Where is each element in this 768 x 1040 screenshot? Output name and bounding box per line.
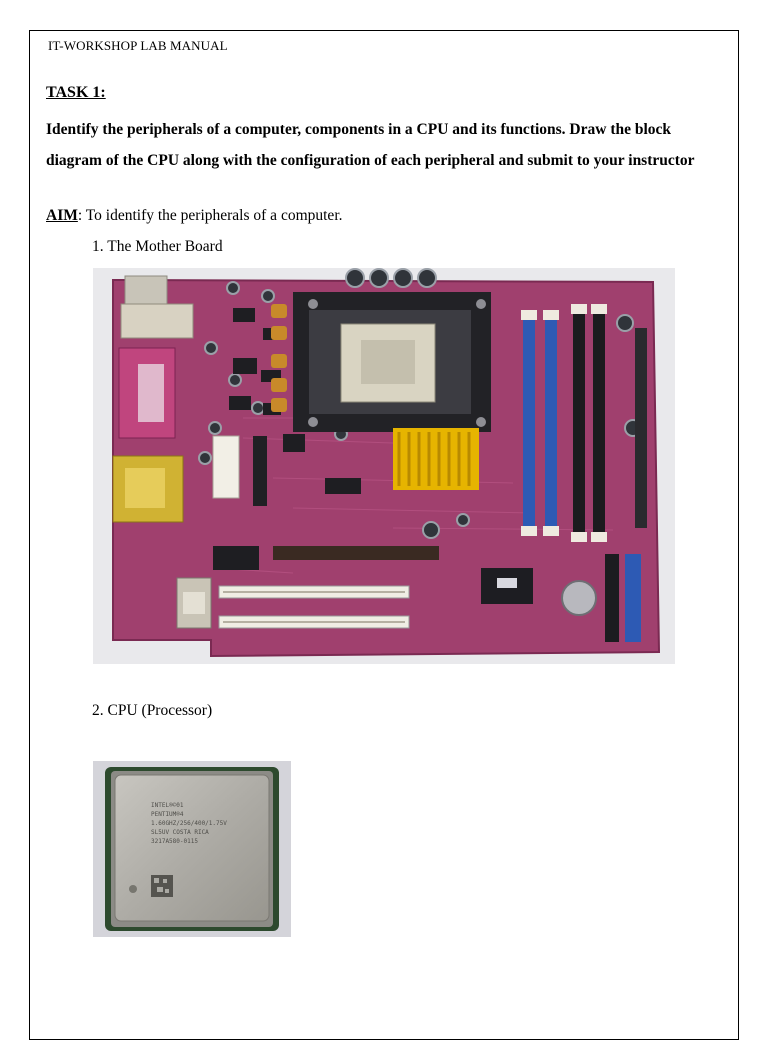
cpu-marking-line: 1.60GHZ/256/400/1.75V [151, 820, 227, 827]
cpu-photo: INTEL®©01 PENTIUM®4 1.60GHZ/256/400/1.75… [93, 761, 291, 937]
manual-header: IT-WORKSHOP LAB MANUAL [48, 38, 228, 53]
cpu-marking-line: 3217A580-0115 [151, 838, 198, 845]
cpu-markings: INTEL®©01 PENTIUM®4 1.60GHZ/256/400/1.75… [151, 802, 227, 845]
cpu-marking-line: INTEL®©01 [151, 802, 184, 809]
list-item-cpu: 2. CPU (Processor) [92, 702, 213, 719]
manual-page: IT-WORKSHOP LAB MANUAL TASK 1: Identify … [29, 30, 739, 1040]
cpu-marking-line: SL5UV COSTA RICA [151, 829, 209, 836]
cpu-marking-line: PENTIUM®4 [151, 811, 184, 818]
task-description: Identify the peripherals of a computer, … [46, 121, 695, 169]
task-heading: TASK 1: [46, 84, 106, 101]
aim-label: AIM [46, 207, 78, 224]
list-item-motherboard: 1. The Mother Board [92, 238, 223, 255]
aim-line: AIM: To identify the peripherals of a co… [46, 207, 343, 225]
aim-text: : To identify the peripherals of a compu… [77, 207, 343, 224]
motherboard-photo [93, 268, 675, 664]
